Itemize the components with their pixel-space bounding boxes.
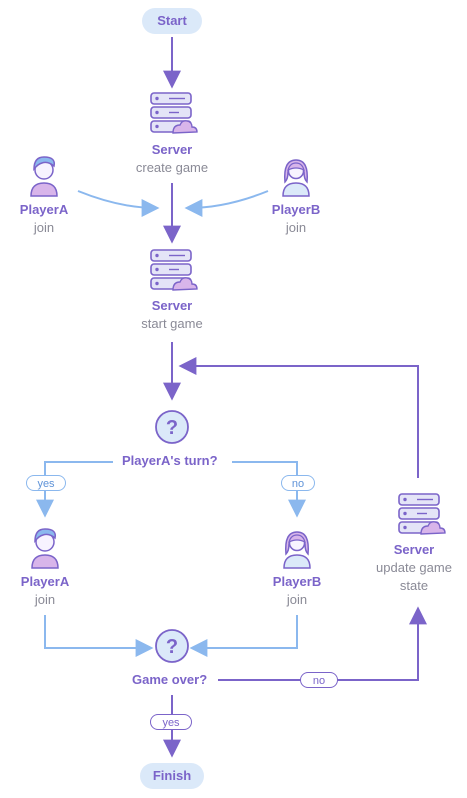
player-b-subtitle-2: join (286, 592, 308, 607)
decision-turn-glyph: ? (166, 417, 178, 439)
edge-label-yes-turn: yes (26, 475, 66, 491)
start-node: Start (142, 8, 202, 34)
arrow-update-loop (178, 357, 419, 478)
arrow-playera-join (77, 190, 160, 217)
server-create-title: Server (151, 142, 193, 157)
player-b-subtitle-1: join (285, 220, 307, 235)
player-a-join-label-1: PlayerA join (4, 201, 84, 237)
player-a-subtitle-1: join (33, 220, 55, 235)
player-b-join-label-2: PlayerB join (257, 573, 337, 609)
server-start-title: Server (151, 298, 193, 313)
branch-no (232, 461, 306, 518)
edge-label-yes-over: yes (150, 714, 192, 730)
player-a-subtitle-2: join (34, 592, 56, 607)
edge-label-no-over: no (300, 672, 338, 688)
server-icon (398, 493, 446, 535)
server-update-label: Server update game state (366, 541, 462, 595)
player-a-join-label-2: PlayerA join (5, 573, 85, 609)
player-b-avatar-icon (282, 159, 310, 197)
decision-over-circle (155, 629, 189, 663)
server-start-label: Server start game (112, 297, 232, 333)
player-b-join-label-1: PlayerB join (256, 201, 336, 237)
player-a-title-2: PlayerA (20, 574, 70, 589)
player-a-avatar-icon (31, 528, 59, 569)
server-update-subtitle-2: state (399, 578, 429, 593)
arrow-playerb-to-gameover (189, 615, 298, 657)
decision-over-label: Game over? (128, 672, 212, 687)
decision-over-glyph: ? (166, 636, 178, 658)
player-a-avatar-icon (30, 156, 58, 197)
server-icon (150, 92, 198, 134)
arrow-gameover-no (218, 606, 427, 681)
arrow-playera-to-gameover (44, 615, 154, 657)
server-create-label: Server create game (112, 141, 232, 177)
server-update-title: Server (393, 542, 435, 557)
finish-node: Finish (140, 763, 204, 789)
player-b-title-2: PlayerB (272, 574, 322, 589)
arrow-playerb-join (184, 190, 269, 217)
server-start-subtitle: start game (141, 316, 203, 331)
server-update-subtitle-1: update game (376, 560, 452, 575)
decision-turn-circle (155, 410, 189, 444)
branch-yes (36, 461, 113, 518)
player-b-title-1: PlayerB (271, 202, 321, 217)
server-create-subtitle: create game (135, 160, 209, 175)
decision-turn-label: PlayerA's turn? (118, 453, 222, 468)
edge-label-no-turn: no (281, 475, 315, 491)
server-icon (150, 249, 198, 291)
player-a-title-1: PlayerA (19, 202, 69, 217)
player-b-avatar-icon (283, 531, 311, 569)
